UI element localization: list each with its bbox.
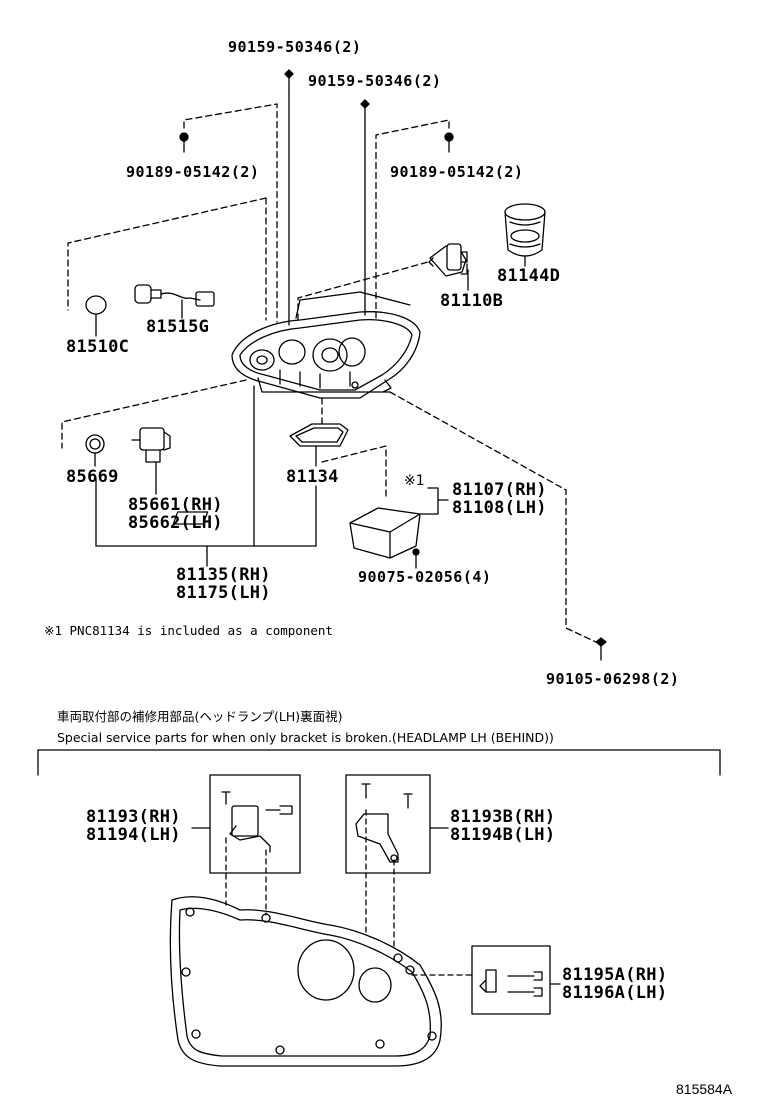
screw-90159-left-icon xyxy=(284,69,294,91)
bracket-81193-detail-box xyxy=(209,774,301,874)
section-frame xyxy=(37,749,721,776)
actuator-85661-icon xyxy=(131,427,171,463)
leader-line xyxy=(183,103,278,323)
headlamp-assembly-icon xyxy=(231,291,421,399)
label-85662-lh: 85662(LH) xyxy=(128,513,223,533)
oring-85669-icon xyxy=(85,434,105,454)
label-81194b-lh: 81194B(LH) xyxy=(450,825,556,845)
label-81193b-rh: 81193B(RH) xyxy=(450,807,556,827)
cap-81510c-icon xyxy=(85,295,107,315)
ballast-81107-icon xyxy=(172,507,421,559)
footnote: ※1 PNC81134 is included as a component xyxy=(44,623,333,638)
bracket-81193b-icon xyxy=(355,783,413,863)
label-81193-rh: 81193(RH) xyxy=(86,807,181,827)
clip-90189-right-icon xyxy=(444,132,454,153)
label-81134: 81134 xyxy=(286,467,339,487)
label-90189-05142-left: 90189-05142(2) xyxy=(126,163,260,181)
diagram-code: 815584A xyxy=(676,1081,733,1097)
label-90189-05142-right: 90189-05142(2) xyxy=(390,163,524,181)
label-81515g: 81515G xyxy=(146,317,210,337)
clip-90189-left-icon xyxy=(179,132,189,153)
label-81195a-rh: 81195A(RH) xyxy=(562,965,668,985)
label-90159-50346-top: 90159-50346(2) xyxy=(228,38,362,56)
bulb-81110b-icon xyxy=(428,243,468,277)
label-81135-rh: 81135(RH) xyxy=(176,565,271,585)
label-81108-lh: 81108(LH) xyxy=(452,498,547,518)
label-85669: 85669 xyxy=(66,467,119,487)
label-90075-02056: 90075-02056(4) xyxy=(358,568,492,586)
label-81110b: 81110B xyxy=(440,291,504,311)
section-title-jp: 車両取付部の補修用部品(ヘッドランプ(LH)裏面視) xyxy=(57,709,343,724)
screw-90159-right-icon xyxy=(360,99,370,121)
gasket-81134-icon xyxy=(289,423,349,447)
label-81510c: 81510C xyxy=(66,337,130,357)
reference-mark: ※1 xyxy=(404,473,425,489)
bracket-81193-icon xyxy=(221,791,293,853)
bracket-81195a-detail-box xyxy=(471,945,551,1015)
label-81144d: 81144D xyxy=(497,266,561,286)
screw-90075-icon xyxy=(412,548,420,569)
label-81175-lh: 81175(LH) xyxy=(176,583,271,603)
leader-line xyxy=(375,119,450,319)
label-90159-50346-second: 90159-50346(2) xyxy=(308,72,442,90)
label-90105-06298: 90105-06298(2) xyxy=(546,670,680,688)
headlamp-back-housing-icon xyxy=(169,896,442,1067)
socket-wire-81515g-icon xyxy=(134,284,215,307)
label-81194-lh: 81194(LH) xyxy=(86,825,181,845)
label-81107-rh: 81107(RH) xyxy=(452,480,547,500)
bracket-81193b-detail-box xyxy=(345,774,431,874)
cover-81144d-icon xyxy=(504,203,546,257)
label-85661-rh: 85661(RH) xyxy=(128,495,223,515)
section-title-en: Special service parts for when only brac… xyxy=(57,730,554,745)
bracket-81195a-icon xyxy=(479,969,543,997)
label-81196a-lh: 81196A(LH) xyxy=(562,983,668,1003)
bolt-90105-icon xyxy=(595,637,607,661)
